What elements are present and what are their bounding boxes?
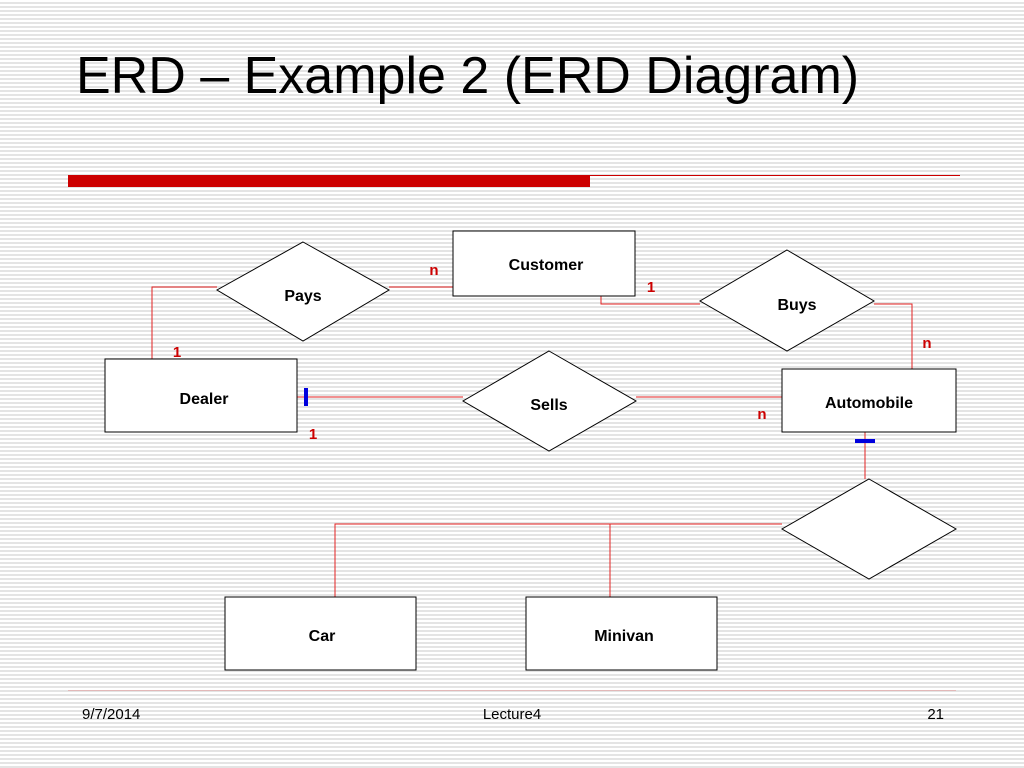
entity-minivan: Minivan — [525, 596, 718, 671]
relationship-sells: Sells — [462, 350, 638, 452]
relationship-pays: Pays — [215, 241, 391, 342]
connector-isa-subtypes — [334, 523, 782, 597]
footer-date: 9/7/2014 — [82, 706, 141, 723]
entity-dealer: Dealer — [104, 358, 298, 433]
entity-minivan-label: Minivan — [594, 628, 654, 645]
cardinality-pays-customer: n — [429, 262, 438, 279]
entity-automobile: Automobile — [781, 368, 957, 433]
relationship-sells-label: Sells — [530, 397, 567, 414]
cardinality-pays-dealer: 1 — [173, 344, 181, 361]
entity-customer: Customer — [452, 230, 636, 297]
entity-customer-label: Customer — [509, 257, 584, 274]
title-underline-thin — [590, 175, 960, 176]
relationship-isa — [780, 478, 958, 580]
cardinality-buys-automobile: n — [922, 335, 931, 352]
entity-dealer-label: Dealer — [180, 391, 229, 408]
footer-page-number: 21 — [927, 706, 944, 723]
connector-dealer-pays — [151, 286, 217, 359]
connector-customer-buys — [600, 296, 700, 305]
cardinality-sells-automobile: n — [757, 406, 766, 423]
connector-buys-automobile — [874, 303, 913, 369]
relationship-buys: Buys — [699, 249, 875, 352]
cardinality-sells-dealer: 1 — [309, 426, 317, 443]
relationship-buys-label: Buys — [777, 297, 816, 314]
footer-lecture: Lecture4 — [482, 706, 542, 723]
footer-divider — [68, 690, 956, 691]
entity-car-label: Car — [309, 628, 336, 645]
entity-automobile-label: Automobile — [825, 395, 913, 412]
relationship-pays-label: Pays — [284, 288, 321, 305]
title-underline-thick — [68, 175, 590, 187]
cardinality-buys-customer: 1 — [647, 279, 655, 296]
slide-title: ERD – Example 2 (ERD Diagram) — [76, 47, 860, 105]
entity-car: Car — [224, 596, 417, 671]
